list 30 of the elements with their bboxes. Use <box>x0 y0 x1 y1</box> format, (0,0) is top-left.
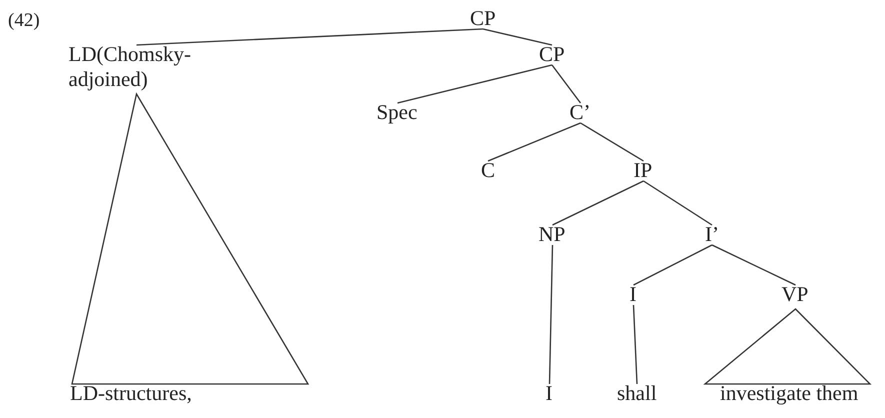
branch-line <box>397 64 552 104</box>
branch-line <box>643 180 712 226</box>
tree-node-label: LD-structures, <box>70 381 192 406</box>
tree-node-label: I <box>546 381 552 406</box>
tree-node-label: C’ <box>570 100 590 125</box>
example-number: (42) <box>8 10 40 32</box>
tree-node-label: VP <box>782 282 808 307</box>
triangle-branch <box>71 92 310 385</box>
tree-node-label: I’ <box>705 222 719 247</box>
branch-line <box>632 304 638 384</box>
tree-node-label: CP <box>470 6 496 31</box>
branch-line <box>136 28 484 46</box>
branch-line <box>551 64 582 104</box>
branch-line <box>548 244 554 384</box>
tree-node-label: Spec <box>376 100 418 125</box>
branch-line <box>580 122 644 162</box>
tree-node-label: C <box>481 158 496 183</box>
tree-node-label: NP <box>538 222 566 247</box>
branch-line <box>482 28 552 46</box>
triangle-branch <box>703 308 872 385</box>
tree-node-label: IP <box>634 158 652 183</box>
tree-node-label: LD(Chomsky- adjoined) <box>68 42 204 92</box>
branch-line <box>633 244 712 286</box>
tree-node-label: investigate them <box>720 381 858 406</box>
tree-node-label: I <box>630 282 636 307</box>
branch-line <box>712 244 796 286</box>
branch-line <box>488 122 581 162</box>
branch-line <box>552 180 644 226</box>
tree-node-label: shall <box>617 381 657 406</box>
tree-node-label: CP <box>539 42 565 67</box>
